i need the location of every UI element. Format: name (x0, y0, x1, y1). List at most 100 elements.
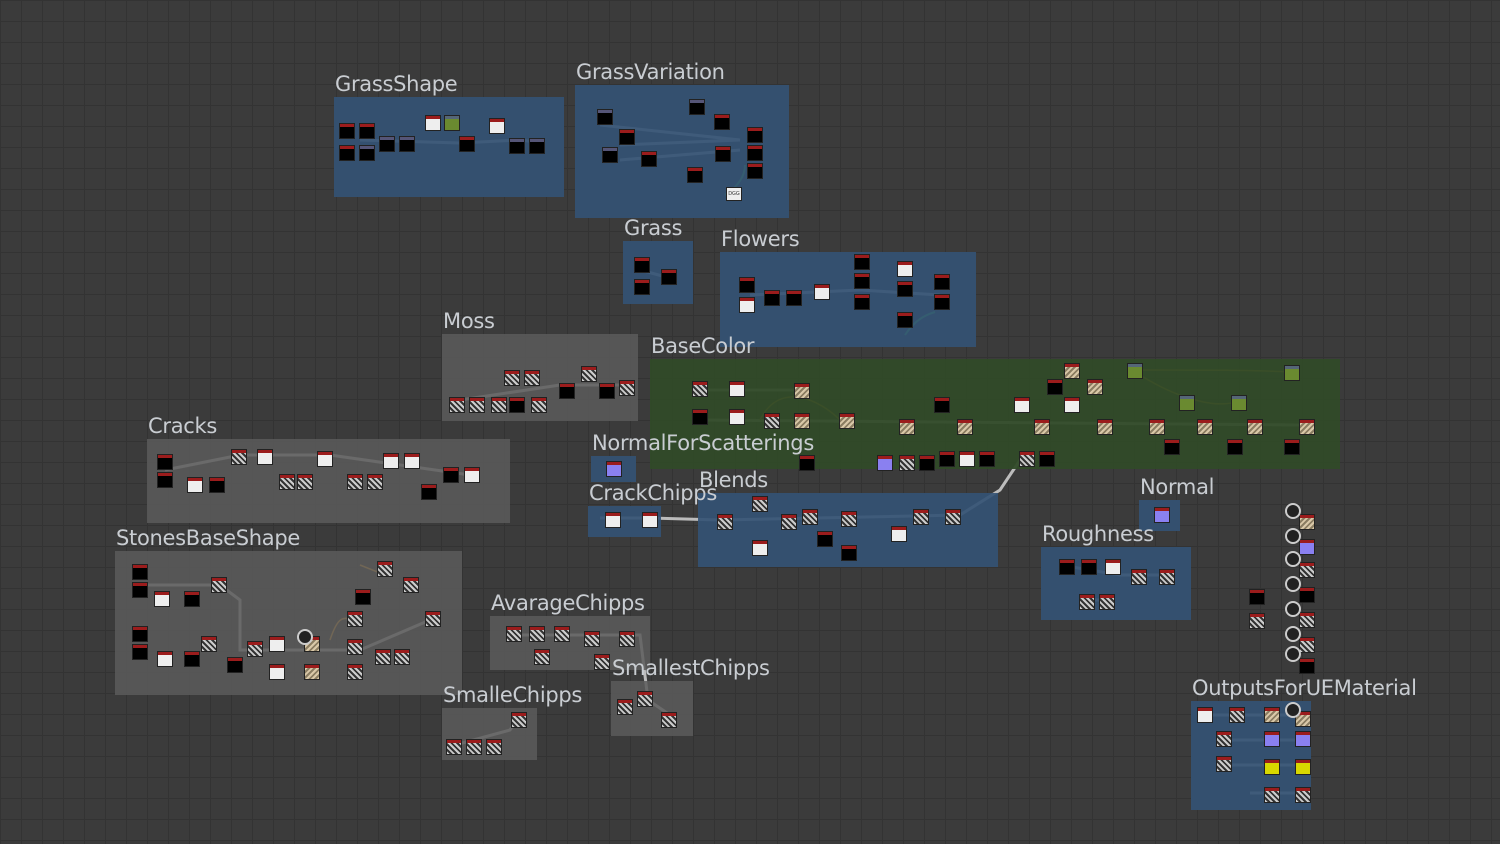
graph-node[interactable] (1230, 708, 1244, 722)
graph-node[interactable] (360, 124, 374, 138)
graph-node[interactable] (818, 532, 832, 546)
graph-node[interactable] (1300, 563, 1314, 577)
graph-node[interactable] (490, 119, 504, 133)
graph-node[interactable] (133, 627, 147, 641)
graph-node[interactable] (1132, 570, 1146, 584)
graph-node[interactable] (1020, 452, 1034, 466)
graph-node[interactable] (505, 371, 519, 385)
graph-node[interactable] (1088, 380, 1102, 394)
output-node-icon[interactable] (1285, 528, 1301, 544)
graph-node[interactable] (1065, 398, 1079, 412)
graph-node[interactable] (1300, 659, 1314, 673)
frame-normal-for-scatterings[interactable]: NormalForScatterings (591, 431, 814, 482)
output-node-icon[interactable] (1285, 702, 1301, 718)
graph-node[interactable] (1300, 638, 1314, 652)
graph-node[interactable] (662, 270, 676, 284)
graph-node[interactable] (935, 398, 949, 412)
graph-node[interactable] (460, 137, 474, 151)
graph-node[interactable] (212, 578, 226, 592)
graph-node[interactable] (210, 478, 224, 492)
graph-node[interactable] (690, 100, 704, 114)
graph-node[interactable] (202, 637, 216, 651)
graph-node[interactable] (1082, 560, 1096, 574)
graph-node[interactable] (958, 420, 972, 434)
graph-node[interactable] (840, 414, 854, 428)
graph-node[interactable] (635, 258, 649, 272)
graph-node[interactable] (532, 398, 546, 412)
graph-node[interactable] (795, 414, 809, 428)
checker-node-icon[interactable] (297, 629, 313, 645)
graph-node[interactable] (368, 475, 382, 489)
graph-node[interactable] (298, 475, 312, 489)
frame-grass[interactable]: Grass (623, 216, 693, 304)
graph-node[interactable] (1198, 420, 1212, 434)
graph-node[interactable] (642, 152, 656, 166)
graph-node[interactable] (1296, 712, 1310, 726)
graph-node[interactable] (1296, 788, 1310, 802)
graph-node[interactable] (753, 541, 767, 555)
graph-node[interactable] (270, 637, 284, 651)
graph-node[interactable] (1128, 364, 1142, 378)
frame-stones-base-shape[interactable]: StonesBaseShape (115, 526, 462, 695)
graph-node[interactable] (1250, 614, 1264, 628)
graph-node[interactable] (426, 116, 440, 130)
graph-node[interactable] (900, 456, 914, 470)
graph-node[interactable] (693, 410, 707, 424)
graph-node[interactable] (1300, 540, 1314, 554)
graph-node[interactable] (1035, 420, 1049, 434)
graph-node[interactable] (1217, 757, 1231, 771)
graph-node[interactable] (535, 650, 549, 664)
graph-node[interactable] (1300, 515, 1314, 529)
graph-node[interactable] (1165, 440, 1179, 454)
graph-node[interactable] (340, 146, 354, 160)
graph-node[interactable] (1098, 420, 1112, 434)
graph-node[interactable] (618, 700, 632, 714)
graph-node[interactable] (525, 371, 539, 385)
frame-flowers[interactable]: Flowers (720, 227, 976, 347)
graph-node[interactable] (1250, 590, 1264, 604)
graph-node[interactable] (693, 382, 707, 396)
graph-node[interactable] (960, 452, 974, 466)
graph-node[interactable] (606, 513, 620, 527)
graph-node[interactable] (600, 384, 614, 398)
graph-node[interactable] (598, 110, 612, 124)
graph-node[interactable] (340, 124, 354, 138)
graph-node[interactable] (1248, 420, 1262, 434)
graph-node[interactable] (842, 512, 856, 526)
graph-node[interactable] (740, 298, 754, 312)
graph-node[interactable] (765, 291, 779, 305)
graph-node[interactable] (662, 713, 676, 727)
graph-node[interactable] (444, 468, 458, 482)
graph-node[interactable] (585, 632, 599, 646)
graph-node[interactable] (940, 452, 954, 466)
graph-node[interactable] (748, 128, 762, 142)
graph-node[interactable] (920, 456, 934, 470)
graph-node[interactable] (507, 627, 521, 641)
graph-node[interactable] (946, 510, 960, 524)
graph-node[interactable] (1265, 760, 1279, 774)
graph-node[interactable] (1265, 732, 1279, 746)
graph-node[interactable] (1106, 560, 1120, 574)
graph-node[interactable] (395, 650, 409, 664)
frame-smallest-chipps[interactable]: SmallestChipps (611, 656, 770, 736)
graph-node[interactable] (445, 116, 459, 130)
output-node-icon[interactable] (1285, 576, 1301, 592)
graph-node[interactable] (1285, 366, 1299, 380)
graph-node[interactable] (638, 692, 652, 706)
graph-node[interactable] (158, 455, 172, 469)
graph-node[interactable] (530, 139, 544, 153)
graph-node[interactable] (765, 414, 779, 428)
graph-node[interactable] (384, 454, 398, 468)
graph-node[interactable] (855, 274, 869, 288)
graph-node[interactable] (280, 475, 294, 489)
graph-node[interactable] (1060, 560, 1074, 574)
graph-node[interactable] (730, 382, 744, 396)
graph-node[interactable] (133, 583, 147, 597)
graph-node[interactable] (688, 168, 702, 182)
graph-node[interactable] (487, 740, 501, 754)
graph-node[interactable] (258, 450, 272, 464)
graph-node[interactable] (348, 640, 362, 654)
graph-node[interactable] (1160, 570, 1174, 584)
graph-node[interactable] (560, 384, 574, 398)
graph-node[interactable] (595, 655, 609, 669)
